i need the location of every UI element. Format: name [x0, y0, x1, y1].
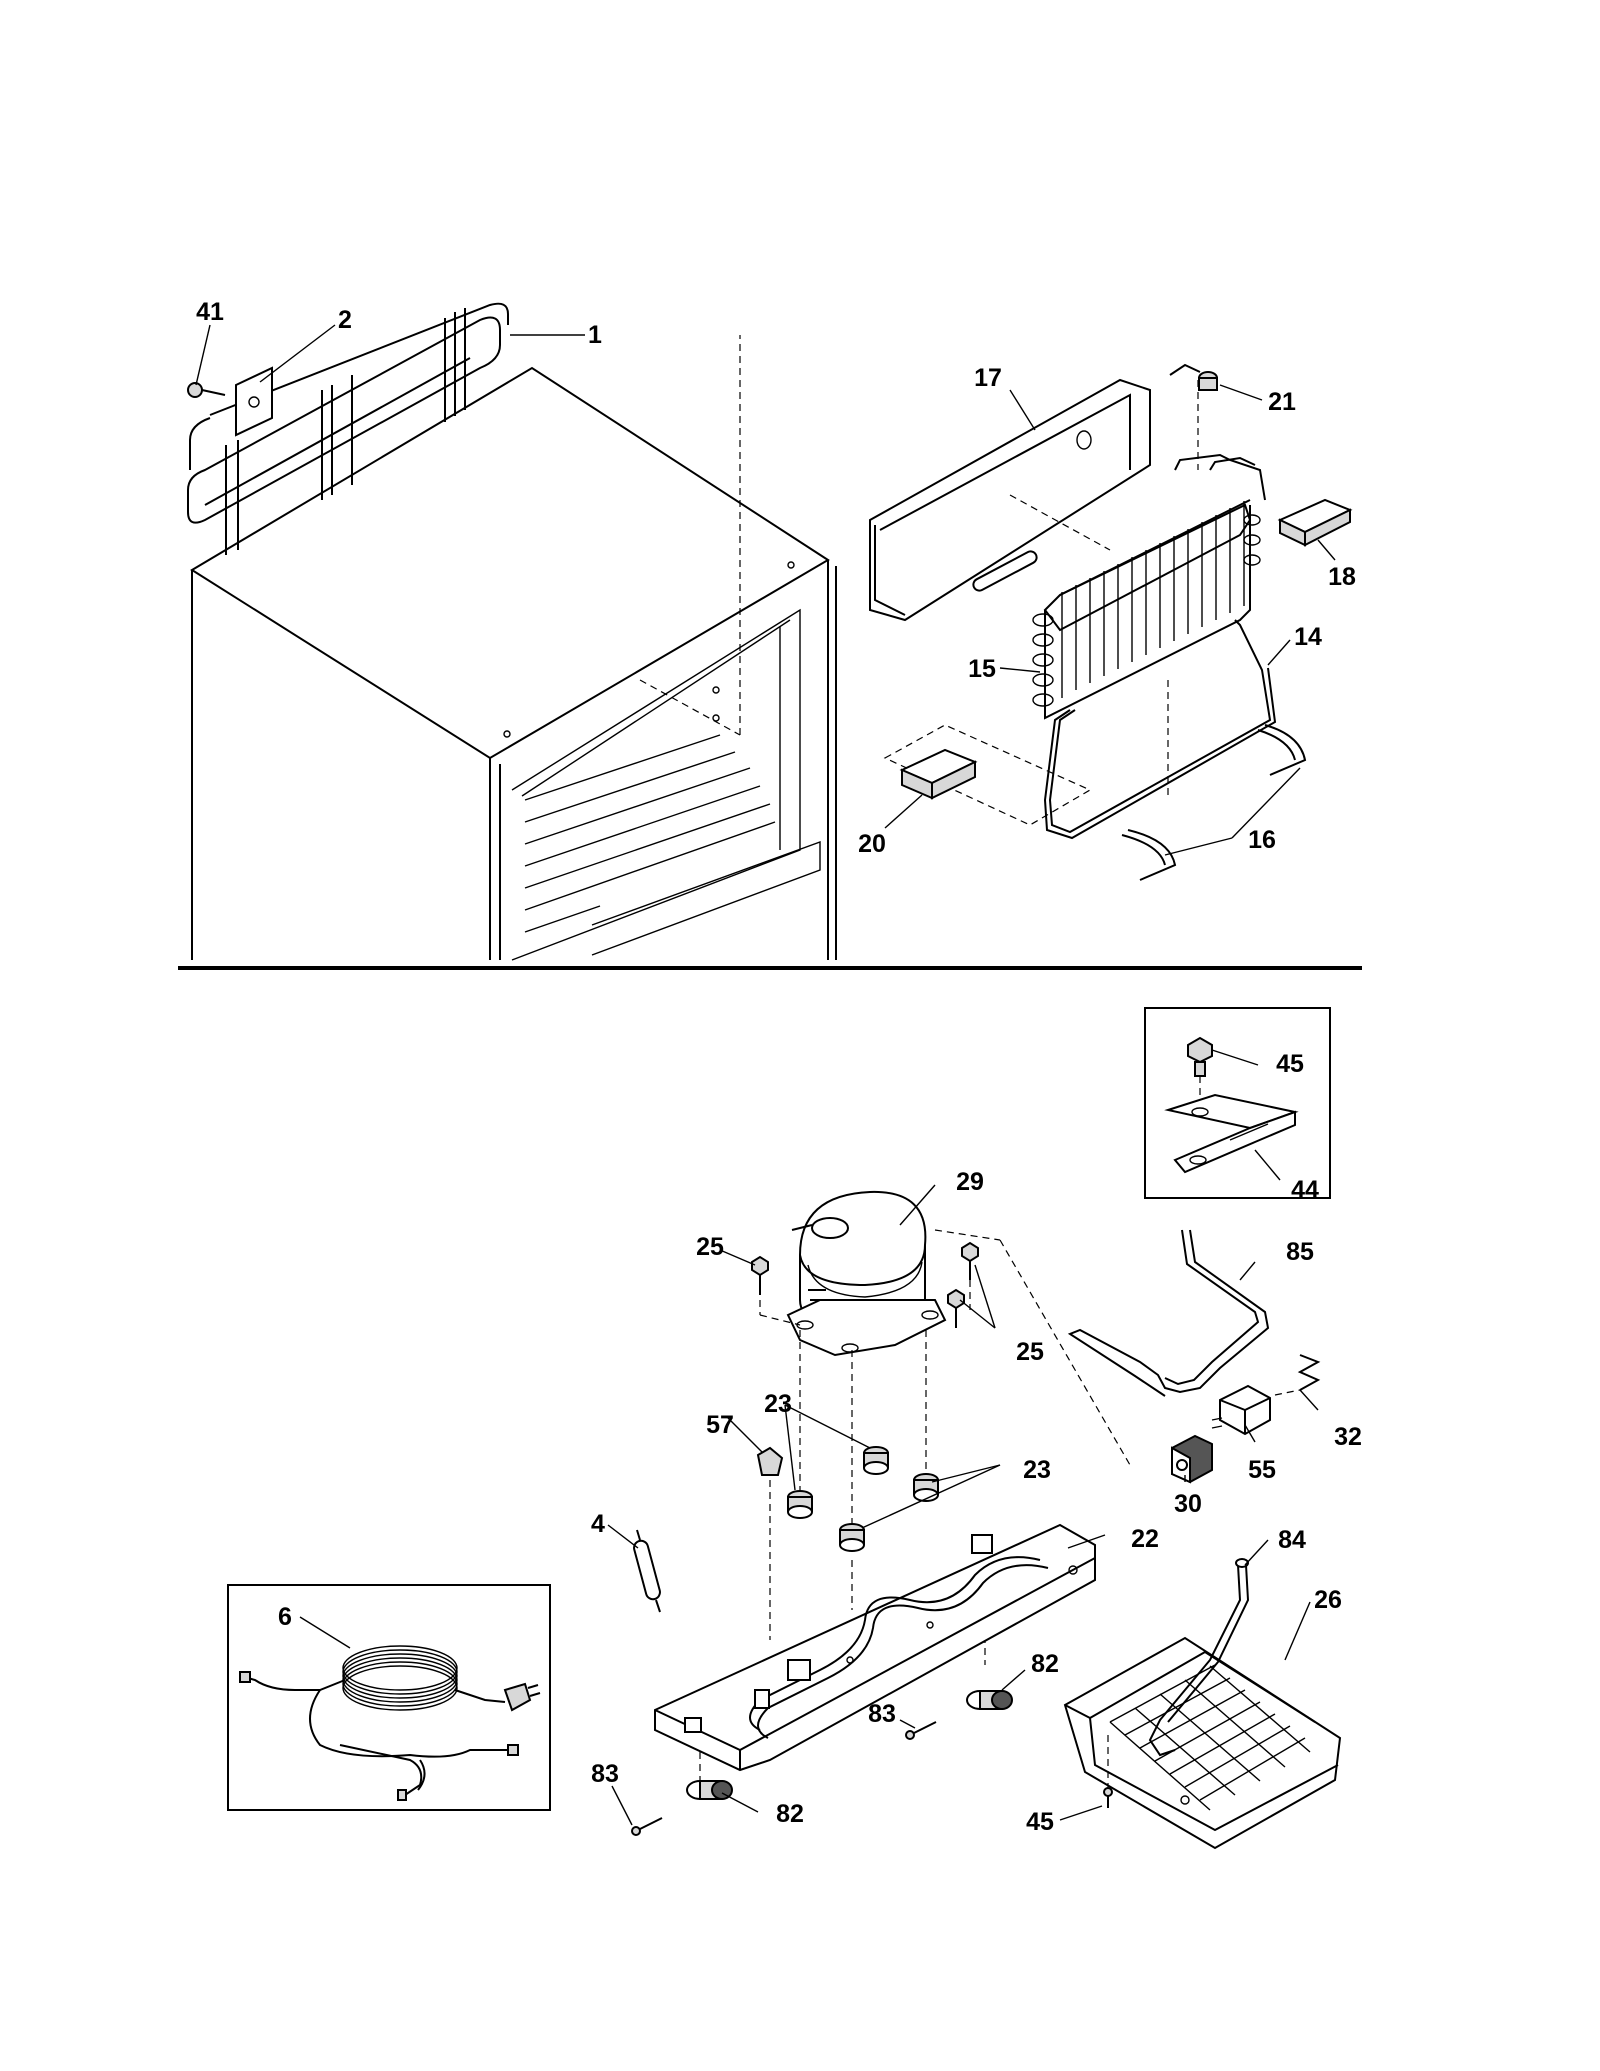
callouts: 41 2 1 17 21 18 15 14 20 16 45 44 29 25 … — [196, 298, 1362, 1836]
callout-84: 84 — [1278, 1526, 1306, 1554]
bushing-right — [966, 1690, 1013, 1710]
callout-1: 1 — [588, 321, 602, 349]
grommet-3 — [913, 1473, 939, 1502]
bushing-left — [686, 1780, 733, 1800]
callout-30: 30 — [1174, 1490, 1202, 1518]
callout-23-bottom: 23 — [1023, 1456, 1051, 1484]
drier — [633, 1529, 661, 1613]
callout-83-right: 83 — [868, 1700, 896, 1728]
evaporator-fins — [1061, 501, 1245, 698]
overload — [1211, 1384, 1271, 1436]
pan-screw — [1103, 1735, 1113, 1808]
callout-2: 2 — [338, 306, 352, 334]
callout-25-right: 25 — [1016, 1338, 1044, 1366]
callout-20: 20 — [858, 830, 886, 858]
drain-pan-grid — [1109, 1664, 1311, 1811]
evaporator-cover — [869, 378, 1151, 622]
screw-left — [631, 1817, 663, 1836]
callout-26: 26 — [1314, 1586, 1342, 1614]
compressor-screw-right-top — [961, 1241, 979, 1280]
grommet-2 — [787, 1490, 813, 1519]
evaporator-tube-ends — [1032, 514, 1261, 707]
insulation-pad — [883, 724, 1092, 826]
callout-55: 55 — [1248, 1456, 1276, 1484]
callout-29: 29 — [956, 1168, 984, 1196]
callout-6: 6 — [278, 1603, 292, 1631]
callout-14: 14 — [1294, 623, 1322, 651]
callout-15: 15 — [968, 655, 996, 683]
drain-tube — [1043, 619, 1277, 840]
sensor-cap — [1169, 363, 1218, 391]
pad — [1277, 498, 1353, 547]
power-cord-coil — [342, 1645, 458, 1711]
drain-pan — [1063, 1636, 1342, 1850]
callout-16: 16 — [1248, 826, 1276, 854]
grommet-1 — [863, 1446, 889, 1475]
bracket-screw — [187, 382, 226, 398]
callout-18: 18 — [1328, 563, 1356, 591]
callout-82-right: 82 — [1031, 1650, 1059, 1678]
callout-44: 44 — [1291, 1176, 1319, 1204]
condenser-coil — [187, 302, 509, 555]
freezer-shelf-ridges — [524, 734, 776, 933]
callout-45-bottom: 45 — [1026, 1808, 1054, 1836]
clip — [756, 1446, 784, 1476]
callout-85: 85 — [1286, 1238, 1314, 1266]
screw-right — [905, 1721, 937, 1740]
relay — [1171, 1434, 1213, 1484]
callout-32: 32 — [1334, 1423, 1362, 1451]
callout-45-inset: 45 — [1276, 1050, 1304, 1078]
drain-pan-tube — [1148, 1558, 1250, 1757]
compressor-screw-left — [751, 1255, 769, 1295]
cabinet-body — [190, 335, 837, 961]
clip-left — [1121, 829, 1177, 881]
wire-connector — [1274, 1354, 1321, 1396]
callout-22: 22 — [1131, 1525, 1159, 1553]
callout-83-left: 83 — [591, 1760, 619, 1788]
power-plug — [503, 1682, 541, 1712]
callout-41: 41 — [196, 298, 224, 326]
callout-23-top: 23 — [764, 1390, 792, 1418]
evaporator — [1032, 380, 1266, 800]
coil-bracket — [235, 366, 273, 437]
bracket-inset — [1144, 1007, 1331, 1199]
compressor — [786, 1190, 947, 1357]
compressor-screw-right-bottom — [947, 1288, 965, 1328]
callout-25-left: 25 — [696, 1233, 724, 1261]
leader-lines — [195, 324, 1336, 1826]
clip-right — [1257, 724, 1307, 776]
mounting-bracket — [1164, 1093, 1299, 1174]
inset-bolt — [1187, 1036, 1213, 1077]
power-cord-inset — [227, 1584, 551, 1811]
callout-57: 57 — [706, 1411, 734, 1439]
grommet-4 — [839, 1523, 865, 1552]
callout-21: 21 — [1268, 388, 1296, 416]
callout-82-left: 82 — [776, 1800, 804, 1828]
callout-17: 17 — [974, 364, 1002, 392]
compressor-base-plate — [654, 1523, 1096, 1772]
callout-4: 4 — [591, 1510, 605, 1538]
compressor-tube — [1067, 1229, 1270, 1397]
